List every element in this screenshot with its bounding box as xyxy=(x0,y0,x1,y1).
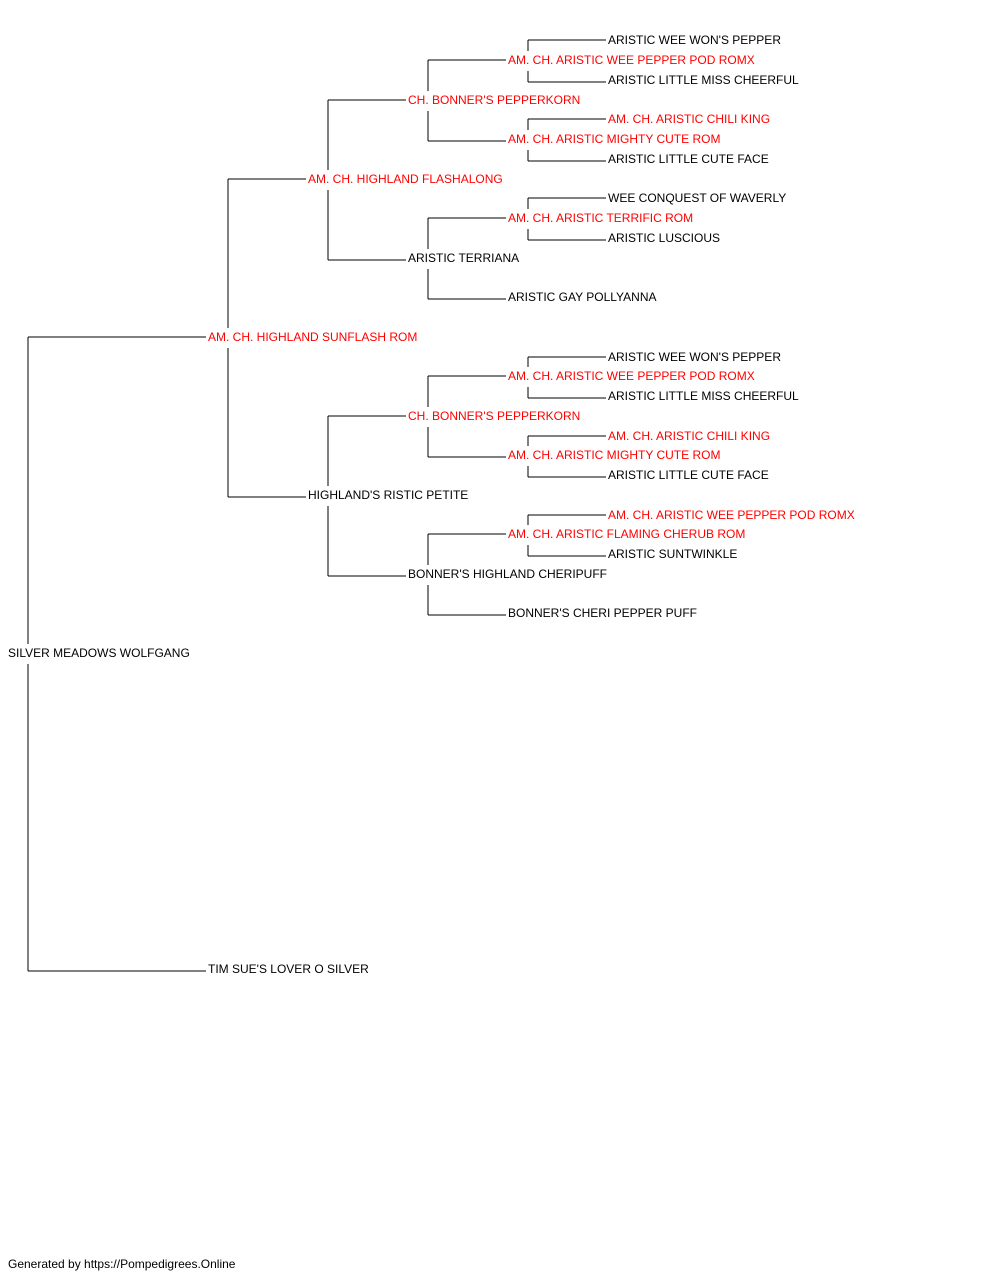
pedigree-name-tim-sue-s-lover-o-silver: TIM SUE'S LOVER O SILVER xyxy=(208,962,369,976)
pedigree-name-aristic-wee-won-s-pepper: ARISTIC WEE WON'S PEPPER xyxy=(608,33,781,47)
pedigree-name-am-ch-aristic-wee-pepper-pod-romx: AM. CH. ARISTIC WEE PEPPER POD ROMX xyxy=(608,508,855,522)
pedigree-name-am-ch-highland-flashalong: AM. CH. HIGHLAND FLASHALONG xyxy=(308,172,503,186)
pedigree-name-am-ch-aristic-mighty-cute-rom: AM. CH. ARISTIC MIGHTY CUTE ROM xyxy=(508,448,721,462)
pedigree-name-am-ch-highland-sunflash-rom: AM. CH. HIGHLAND SUNFLASH ROM xyxy=(208,330,418,344)
pedigree-name-ch-bonner-s-pepperkorn: CH. BONNER'S PEPPERKORN xyxy=(408,409,581,423)
pedigree-name-am-ch-aristic-chili-king: AM. CH. ARISTIC CHILI KING xyxy=(608,429,771,443)
pedigree-name-am-ch-aristic-chili-king: AM. CH. ARISTIC CHILI KING xyxy=(608,112,771,126)
pedigree-name-silver-meadows-wolfgang: SILVER MEADOWS WOLFGANG xyxy=(8,646,190,660)
pedigree-name-aristic-little-miss-cheerful: ARISTIC LITTLE MISS CHEERFUL xyxy=(608,389,799,403)
pedigree-name-aristic-gay-pollyanna: ARISTIC GAY POLLYANNA xyxy=(508,290,657,304)
pedigree-name-am-ch-aristic-terrific-rom: AM. CH. ARISTIC TERRIFIC ROM xyxy=(508,211,694,225)
pedigree-name-am-ch-aristic-mighty-cute-rom: AM. CH. ARISTIC MIGHTY CUTE ROM xyxy=(508,132,721,146)
pedigree-name-am-ch-aristic-wee-pepper-pod-romx: AM. CH. ARISTIC WEE PEPPER POD ROMX xyxy=(508,369,755,383)
pedigree-name-highland-s-ristic-petite: HIGHLAND'S RISTIC PETITE xyxy=(308,488,469,502)
pedigree-name-am-ch-aristic-flaming-cherub-rom: AM. CH. ARISTIC FLAMING CHERUB ROM xyxy=(508,527,746,541)
pedigree-name-aristic-little-cute-face: ARISTIC LITTLE CUTE FACE xyxy=(608,468,769,482)
pedigree-name-aristic-luscious: ARISTIC LUSCIOUS xyxy=(608,231,721,245)
pedigree-name-aristic-suntwinkle: ARISTIC SUNTWINKLE xyxy=(608,547,738,561)
pedigree-name-bonner-s-highland-cheripuff: BONNER'S HIGHLAND CHERIPUFF xyxy=(408,567,607,581)
pedigree-name-aristic-little-miss-cheerful: ARISTIC LITTLE MISS CHEERFUL xyxy=(608,73,799,87)
pedigree-name-aristic-terriana: ARISTIC TERRIANA xyxy=(408,251,520,265)
generated-by-footer: Generated by https://Pompedigrees.Online xyxy=(8,1257,236,1271)
pedigree-name-wee-conquest-of-waverly: WEE CONQUEST OF WAVERLY xyxy=(608,191,787,205)
pedigree-name-bonner-s-cheri-pepper-puff: BONNER'S CHERI PEPPER PUFF xyxy=(508,606,697,620)
pedigree-name-am-ch-aristic-wee-pepper-pod-romx: AM. CH. ARISTIC WEE PEPPER POD ROMX xyxy=(508,53,755,67)
pedigree-name-aristic-little-cute-face: ARISTIC LITTLE CUTE FACE xyxy=(608,152,769,166)
pedigree-name-ch-bonner-s-pepperkorn: CH. BONNER'S PEPPERKORN xyxy=(408,93,581,107)
pedigree-name-aristic-wee-won-s-pepper: ARISTIC WEE WON'S PEPPER xyxy=(608,350,781,364)
